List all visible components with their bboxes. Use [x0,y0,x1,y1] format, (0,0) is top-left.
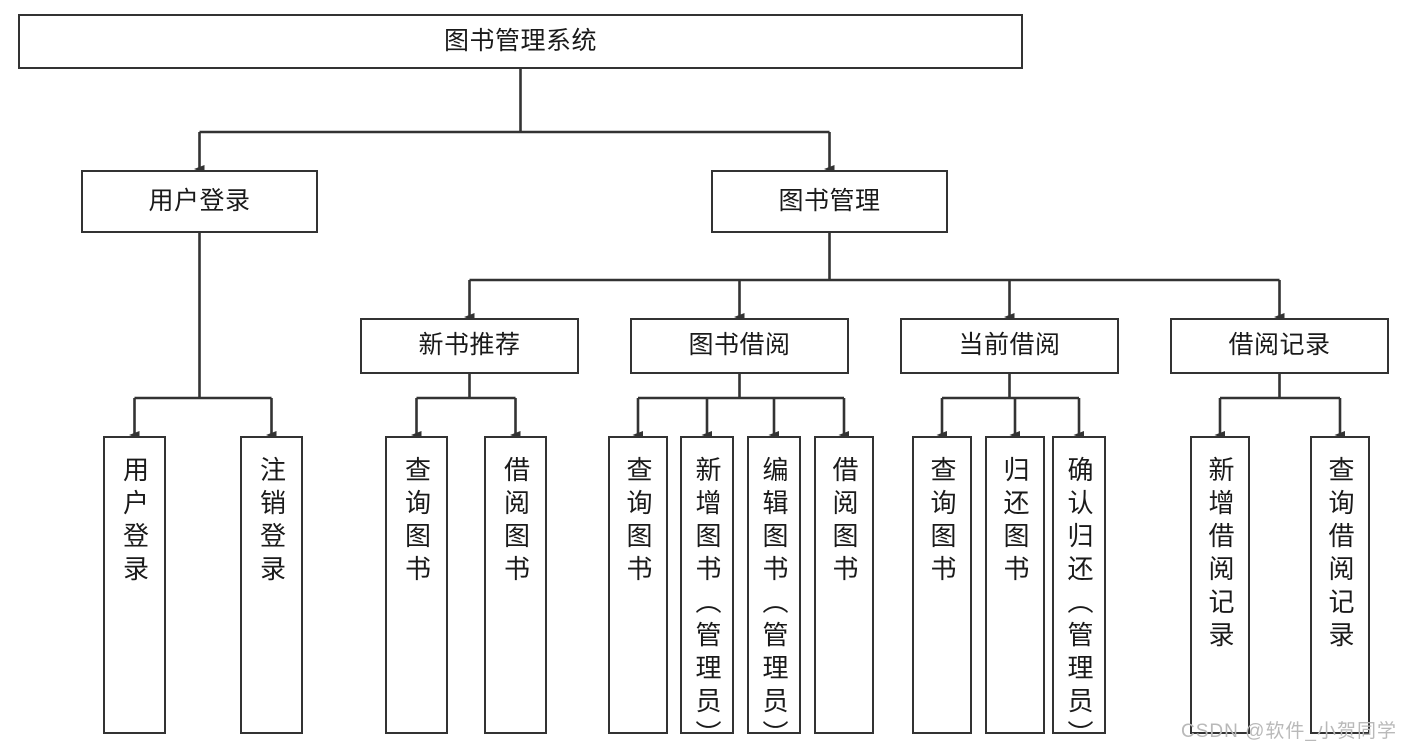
node-label-addbook: 新增图书（管理员） [692,456,722,747]
node-editbook[interactable]: 编辑图书（管理员） [747,436,801,747]
node-addbook[interactable]: 新增图书（管理员） [680,436,734,747]
node-label-editbook: 编辑图书（管理员） [759,456,789,747]
node-queryrec[interactable]: 查询借阅记录 [1310,436,1370,734]
node-label-root: 图书管理系统 [443,26,597,55]
node-logout[interactable]: 注销登录 [240,436,303,734]
node-addrec[interactable]: 新增借阅记录 [1190,436,1250,734]
node-newbook[interactable]: 新书推荐 [360,318,579,374]
node-bookmgmt[interactable]: 图书管理 [711,170,948,233]
node-label-queryrec: 查询借阅记录 [1325,456,1355,654]
node-label-q1: 查询图书 [401,456,432,588]
node-b2[interactable]: 借阅图书 [814,436,874,734]
node-current[interactable]: 当前借阅 [900,318,1119,374]
node-label-q2: 查询图书 [623,456,653,588]
node-label-records: 借阅记录 [1228,331,1331,360]
node-userlogin[interactable]: 用户登录 [103,436,166,734]
node-label-addrec: 新增借阅记录 [1205,456,1235,654]
node-label-borrow: 图书借阅 [688,331,791,360]
node-returnbook[interactable]: 归还图书 [985,436,1045,734]
node-label-confirm: 确认归还（管理员） [1064,456,1094,747]
node-label-logout: 注销登录 [256,456,287,588]
node-label-current: 当前借阅 [958,331,1061,360]
node-label-newbook: 新书推荐 [418,331,521,360]
node-b1[interactable]: 借阅图书 [484,436,547,734]
node-q3[interactable]: 查询图书 [912,436,972,734]
node-q2[interactable]: 查询图书 [608,436,668,734]
node-borrow[interactable]: 图书借阅 [630,318,849,374]
node-root[interactable]: 图书管理系统 [18,14,1023,69]
node-label-b1: 借阅图书 [500,456,531,588]
node-label-login: 用户登录 [148,186,251,215]
node-q1[interactable]: 查询图书 [385,436,448,734]
node-records[interactable]: 借阅记录 [1170,318,1389,374]
watermark-text: CSDN @软件_小贺同学 [1181,721,1397,742]
node-label-q3: 查询图书 [927,456,957,588]
node-label-b2: 借阅图书 [829,456,859,588]
node-label-userlogin: 用户登录 [119,456,150,588]
node-label-returnbook: 归还图书 [1000,456,1030,588]
node-confirm[interactable]: 确认归还（管理员） [1052,436,1106,747]
node-login[interactable]: 用户登录 [81,170,318,233]
node-label-bookmgmt: 图书管理 [778,186,881,215]
